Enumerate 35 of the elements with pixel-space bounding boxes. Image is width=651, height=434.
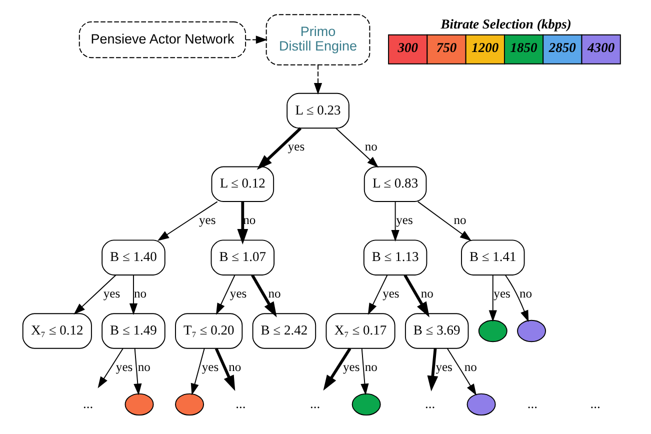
edge-label: yes: [288, 140, 305, 154]
label: Bitrate Selection (kbps): [440, 16, 572, 32]
edge-label: no: [138, 360, 150, 374]
edge-label: no: [519, 286, 532, 301]
edge-label: no: [454, 213, 466, 228]
edge-label: yes: [202, 360, 219, 374]
edge-label: yes: [494, 286, 510, 301]
edge-label: yes: [436, 360, 452, 374]
node-text: ...: [83, 396, 94, 411]
legend-label: 300: [398, 40, 418, 55]
edge-label: yes: [103, 286, 120, 301]
label: ...: [590, 396, 600, 411]
label: ...: [527, 396, 538, 411]
node-text: ...: [310, 396, 320, 411]
edge-label: yes: [342, 360, 360, 374]
legend-label: 4300: [588, 40, 615, 55]
edge-label: no: [268, 286, 281, 301]
edge-label: no: [364, 140, 378, 154]
edge-label: no: [364, 360, 378, 374]
edge-label: yes: [382, 286, 400, 301]
edge-label: no: [464, 360, 477, 374]
legend-label: 2850: [548, 40, 576, 55]
edge-label: no: [134, 286, 147, 301]
edge-label: yes: [116, 360, 133, 374]
edge-label: no: [420, 286, 434, 301]
legend-label: 1850: [510, 40, 538, 55]
node-text: ...: [236, 396, 246, 411]
legend-label: 750: [436, 40, 457, 55]
edge-label: yes: [396, 213, 413, 228]
edge-label: yes: [230, 286, 247, 301]
edge-label: no: [228, 360, 242, 374]
node-text: ...: [425, 396, 436, 411]
edge-label: yes: [199, 213, 216, 228]
edge-label: no: [243, 213, 256, 228]
legend-label: 1200: [472, 40, 499, 55]
